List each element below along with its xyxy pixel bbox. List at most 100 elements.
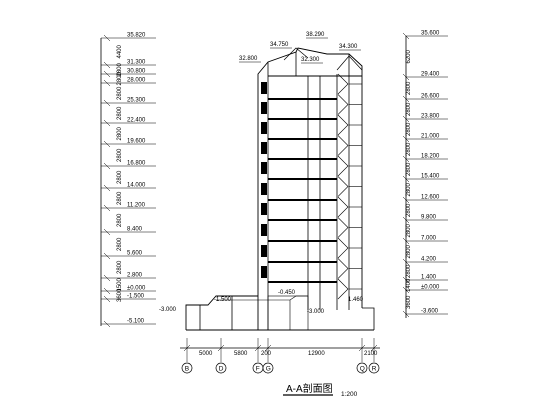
right-elevation-label: -3.600 bbox=[421, 309, 439, 315]
stair-base bbox=[362, 307, 375, 330]
left-spacing-label: 2800 bbox=[117, 126, 123, 140]
axis-label: G bbox=[266, 366, 271, 373]
left-spacing-label: 2800 bbox=[117, 213, 123, 227]
right-elevation-slash bbox=[402, 310, 410, 318]
right-spacing-label: 2800 bbox=[406, 203, 412, 217]
podium-outline bbox=[185, 295, 258, 330]
facade-window bbox=[261, 183, 267, 195]
facade-window bbox=[261, 266, 267, 278]
right-elevation-slash bbox=[402, 276, 410, 284]
drawing-title: A-A剖面图 bbox=[286, 382, 333, 395]
facade-window bbox=[261, 142, 267, 154]
right-elevation-label: 7.000 bbox=[421, 236, 437, 242]
left-elevation-label: 22.400 bbox=[127, 118, 146, 124]
right-spacing-label: 2800 bbox=[406, 244, 412, 258]
left-spacing-label: 2800 bbox=[117, 106, 123, 120]
stair-flight bbox=[337, 114, 349, 136]
top-elevation-label: 34.750 bbox=[270, 42, 289, 48]
inner-elevation-label: -3.000 bbox=[307, 309, 325, 315]
right-elevation-slash bbox=[402, 286, 410, 294]
right-spacing-label: 1400 bbox=[406, 278, 412, 292]
left-spacing-label: 1500 bbox=[117, 277, 123, 291]
bottom-dimension-label: 5800 bbox=[234, 351, 248, 357]
axis-label: D bbox=[219, 366, 224, 373]
right-elevation-slash bbox=[402, 115, 410, 123]
facade-window bbox=[261, 102, 267, 114]
facade-window bbox=[261, 245, 267, 257]
floor-slab bbox=[268, 261, 337, 263]
right-elevation-label: 18.200 bbox=[421, 154, 440, 160]
right-spacing-label: 2800 bbox=[406, 81, 412, 95]
right-elevation-label: 26.600 bbox=[421, 94, 440, 100]
tower-outline bbox=[257, 47, 363, 330]
left-spacing-label: 2800 bbox=[117, 237, 123, 251]
axis-tick-slash bbox=[358, 344, 366, 352]
axis-bubble bbox=[356, 362, 368, 374]
right-elevation-slash bbox=[402, 175, 410, 183]
section-marks bbox=[100, 32, 448, 396]
left-elevation-slash bbox=[103, 184, 111, 192]
facade-window bbox=[261, 203, 267, 215]
floor-slab bbox=[268, 118, 337, 120]
bottom-dimension-label: 5000 bbox=[199, 351, 213, 357]
right-elevation-slash bbox=[402, 258, 410, 266]
stair-flight bbox=[337, 237, 349, 259]
right-elevation-label: 23.800 bbox=[421, 114, 440, 120]
floor-slab bbox=[268, 219, 337, 221]
floor-slab bbox=[268, 199, 337, 201]
left-elevation-label: 11.200 bbox=[127, 203, 146, 209]
left-elevation-label: 35.820 bbox=[127, 33, 146, 39]
right-elevation-label: 15.400 bbox=[421, 174, 440, 180]
left-spacing-label: 2800 bbox=[117, 148, 123, 162]
axis-tick-slash bbox=[370, 344, 378, 352]
left-elevation-label: 25.300 bbox=[127, 98, 146, 104]
stair-flight bbox=[337, 278, 349, 300]
facade-window bbox=[261, 82, 267, 94]
inner-elevation-label: -1.500 bbox=[214, 297, 232, 303]
right-elevation-slash bbox=[402, 95, 410, 103]
right-elevation-label: 21.000 bbox=[421, 134, 440, 140]
right-elevation-label: 9.800 bbox=[421, 215, 437, 221]
left-elevation-label: 2.800 bbox=[127, 273, 143, 279]
facade-window bbox=[261, 224, 267, 236]
right-spacing-label: 2800 bbox=[406, 142, 412, 156]
right-spacing-label: 2800 bbox=[406, 102, 412, 116]
axis-tick-slash bbox=[254, 344, 262, 352]
axis-tick-slash bbox=[183, 344, 191, 352]
left-spacing-label: 2800 bbox=[117, 71, 123, 85]
stair-flight bbox=[337, 135, 349, 156]
axis-label: R bbox=[372, 366, 377, 373]
left-elevation-label: 28.000 bbox=[127, 78, 146, 84]
right-spacing-label: 3600 bbox=[406, 295, 412, 309]
left-elevation-slash bbox=[103, 287, 111, 295]
lobby-box bbox=[267, 295, 309, 331]
left-elevation-slash bbox=[103, 228, 111, 236]
bottom-dimension-label: 12900 bbox=[308, 351, 325, 357]
inner-elevation-label: -3.000 bbox=[159, 307, 177, 313]
floor-slab bbox=[268, 98, 337, 100]
left-elevation-label: 19.600 bbox=[127, 139, 146, 145]
axis-bubble bbox=[262, 362, 274, 374]
left-elevation-slash bbox=[103, 162, 111, 170]
left-elevation-label: -5.100 bbox=[127, 319, 145, 325]
left-elevation-slash bbox=[103, 320, 111, 328]
left-elevation-slash bbox=[103, 99, 111, 107]
top-elevation-label: 32.300 bbox=[301, 57, 320, 63]
left-spacing-label: 4400 bbox=[117, 44, 123, 58]
left-spacing-label: 2800 bbox=[117, 62, 123, 76]
axis-tick-slash bbox=[264, 344, 272, 352]
floor-slab bbox=[268, 158, 337, 160]
right-elevation-slash bbox=[402, 73, 410, 81]
axis-label: B bbox=[185, 366, 189, 373]
facade-window bbox=[261, 122, 267, 134]
left-elevation-label: ±0.000 bbox=[127, 286, 146, 292]
stair-flight bbox=[337, 258, 349, 279]
right-elevation-slash bbox=[402, 135, 410, 143]
inner-elevation-label: 1.460 bbox=[348, 297, 364, 303]
axis-bubble bbox=[215, 362, 227, 374]
axis-bubble bbox=[181, 362, 193, 374]
axis-bubble bbox=[368, 362, 380, 374]
floor-slab bbox=[268, 178, 337, 180]
axis-label: F bbox=[256, 366, 260, 373]
